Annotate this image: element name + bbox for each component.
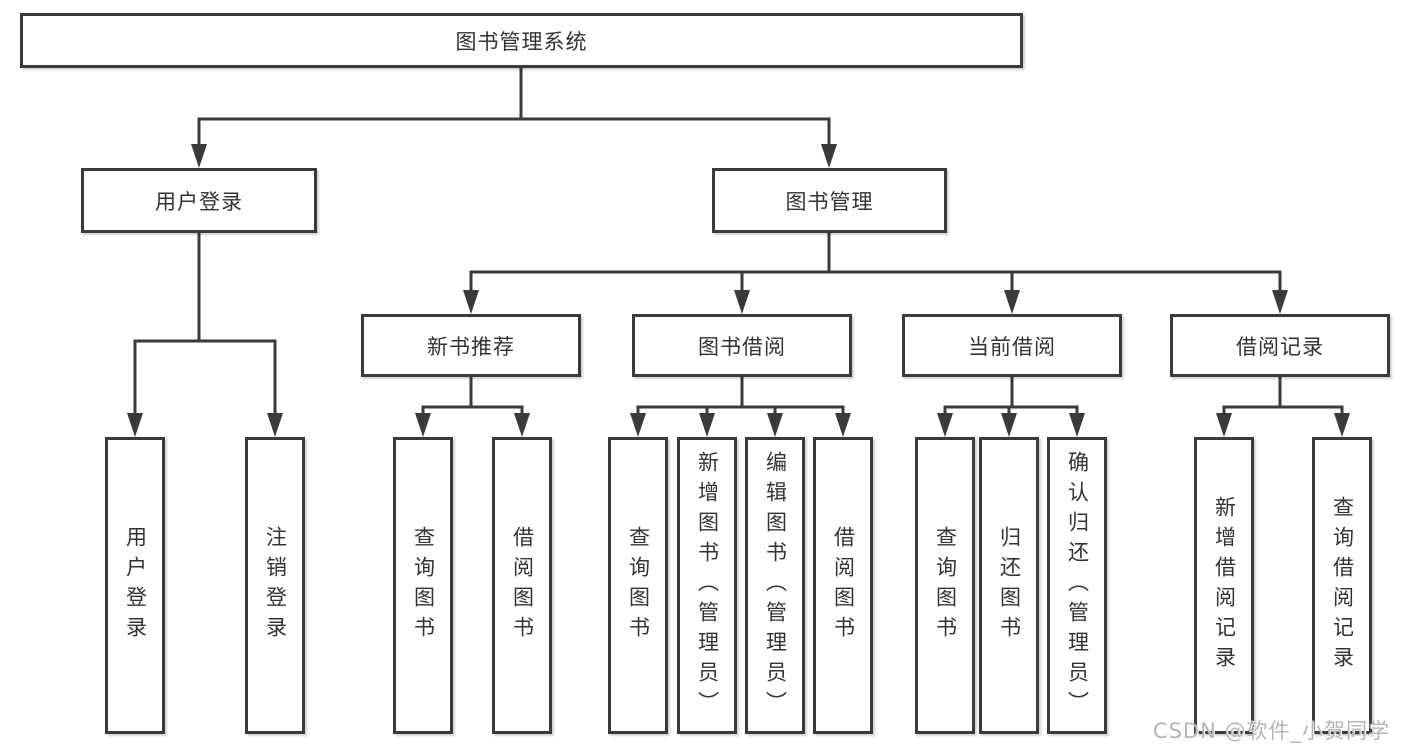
node-label: 用户登录	[155, 189, 243, 214]
node-borrow-records: 借阅记录	[1170, 314, 1390, 377]
connector-user-login-to-leaves	[127, 231, 283, 437]
node-label: 借阅记录	[1236, 334, 1324, 359]
node-label: 查询图书	[411, 525, 436, 646]
node-leaf-logout: 注销登录	[245, 437, 305, 734]
node-label: 确认归还（管理员）	[1065, 450, 1090, 721]
node-book-borrow: 图书借阅	[632, 314, 852, 377]
node-current-borrow: 当前借阅	[902, 314, 1122, 377]
node-leaf-borrow-books-2: 借阅图书	[813, 437, 873, 734]
node-label: 当前借阅	[968, 334, 1056, 359]
node-label: 新书推荐	[427, 334, 515, 359]
node-leaf-query-borrow-record: 查询借阅记录	[1312, 437, 1372, 734]
node-leaf-borrow-books-1: 借阅图书	[492, 437, 552, 734]
node-label: 编辑图书（管理员）	[763, 450, 788, 721]
node-label: 借阅图书	[831, 525, 856, 646]
node-label: 注销登录	[263, 525, 288, 646]
connector-new-book-recommend-to-leaves	[415, 375, 530, 437]
node-label: 图书管理系统	[455, 29, 588, 54]
node-user-login: 用户登录	[81, 168, 317, 233]
node-leaf-query-books-2: 查询图书	[608, 437, 668, 734]
node-leaf-query-books-3: 查询图书	[915, 437, 975, 734]
connector-root-to-level2	[191, 66, 837, 168]
node-label: 归还图书	[997, 525, 1022, 646]
node-label: 图书借阅	[698, 334, 786, 359]
node-label: 新增借阅记录	[1212, 495, 1237, 676]
node-leaf-query-books-1: 查询图书	[393, 437, 453, 734]
node-leaf-confirm-return-admin: 确认归还（管理员）	[1047, 437, 1107, 734]
node-leaf-add-books-admin: 新增图书（管理员）	[677, 437, 737, 734]
node-label: 新增图书（管理员）	[695, 450, 720, 721]
connector-book-management-to-level3	[463, 231, 1288, 314]
connector-borrow-records-to-leaves	[1216, 375, 1350, 437]
node-leaf-add-borrow-record: 新增借阅记录	[1194, 437, 1254, 734]
node-label: 查询图书	[626, 525, 651, 646]
node-library-management-system: 图书管理系统	[20, 13, 1023, 68]
node-new-book-recommend: 新书推荐	[361, 314, 581, 377]
node-label: 借阅图书	[510, 525, 535, 646]
node-label: 查询图书	[933, 525, 958, 646]
connector-current-borrow-to-leaves	[937, 375, 1085, 437]
connector-book-borrow-to-leaves	[630, 375, 851, 437]
node-leaf-user-login: 用户登录	[105, 437, 165, 734]
csdn-watermark: CSDN @软件_小贺同学	[1152, 719, 1390, 743]
node-leaf-edit-books-admin: 编辑图书（管理员）	[745, 437, 805, 734]
node-book-management: 图书管理	[712, 168, 947, 233]
node-leaf-return-books: 归还图书	[979, 437, 1039, 734]
node-label: 用户登录	[123, 525, 148, 646]
node-label: 查询借阅记录	[1330, 495, 1355, 676]
node-label: 图书管理	[785, 189, 874, 214]
